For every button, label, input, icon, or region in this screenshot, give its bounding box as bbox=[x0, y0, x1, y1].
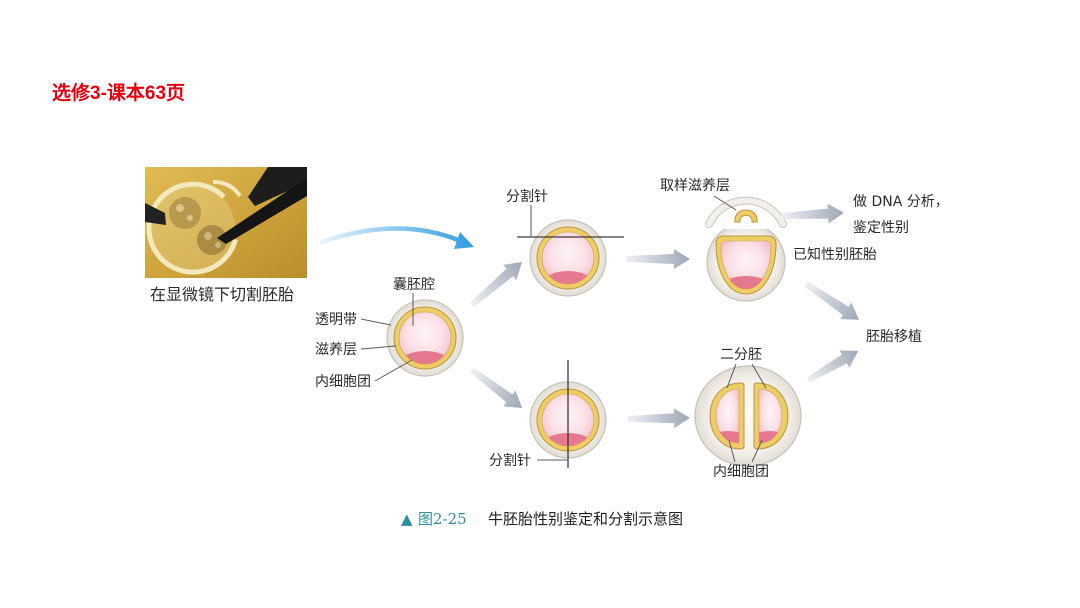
needle-label-top: 分割针 bbox=[506, 188, 548, 205]
caption-number: 图2-25 bbox=[418, 510, 467, 528]
split-embryo bbox=[695, 366, 801, 466]
trophoblast-label: 滋养层 bbox=[315, 342, 357, 358]
sampled-trophoblast-label: 取样滋养层 bbox=[660, 178, 730, 194]
photo-caption: 在显微镜下切割胚胎 bbox=[150, 285, 294, 304]
embryo-transfer-label: 胚胎移植 bbox=[866, 329, 922, 345]
caption-text: 牛胚胎性别鉴定和分割示意图 bbox=[488, 510, 683, 528]
arrow-to-known-sex bbox=[626, 249, 690, 269]
blue-arrow-head bbox=[454, 232, 474, 249]
arrow-to-half-embryos bbox=[628, 408, 690, 429]
blue-curved-arrow bbox=[322, 228, 474, 249]
dna-analysis-line1: 做 DNA 分析， bbox=[853, 194, 949, 210]
caption-marker-icon: ▲ bbox=[401, 510, 413, 528]
zona-pellucida-leader bbox=[361, 319, 391, 325]
arrow-half-embryos-to-transfer bbox=[803, 342, 863, 388]
inner-cell-mass-label: 内细胞团 bbox=[315, 374, 371, 390]
arrow-known-sex-to-transfer bbox=[800, 276, 864, 328]
cell-texture bbox=[187, 215, 193, 221]
cell-texture bbox=[215, 242, 221, 248]
blastocyst-embryo bbox=[387, 300, 463, 376]
embryo-cell-mass bbox=[169, 197, 201, 229]
split-inner-cell-mass-label: 内细胞团 bbox=[713, 464, 769, 480]
embryo-sampling bbox=[530, 220, 606, 296]
arrow-to-sexing bbox=[465, 254, 528, 312]
zona-pellucida-label: 透明带 bbox=[315, 312, 357, 328]
half-embryos-label: 二分胚 bbox=[720, 347, 762, 363]
microscope-photo bbox=[145, 167, 307, 278]
cell-texture bbox=[204, 232, 212, 240]
blastocoel-label: 囊胚腔 bbox=[393, 276, 435, 293]
known-sex-embryo bbox=[707, 201, 785, 302]
arrow-to-splitting bbox=[466, 362, 528, 416]
dna-analysis-line2: 鉴定性别 bbox=[853, 220, 909, 236]
sampled-trophoblast-piece bbox=[735, 210, 757, 222]
arrow-to-dna-analysis bbox=[781, 203, 844, 226]
cell-texture bbox=[176, 204, 184, 212]
known-sex-embryo-label: 已知性别胚胎 bbox=[793, 246, 877, 263]
blue-arrow-shaft bbox=[322, 228, 458, 242]
needle-label-bottom: 分割针 bbox=[489, 452, 531, 469]
